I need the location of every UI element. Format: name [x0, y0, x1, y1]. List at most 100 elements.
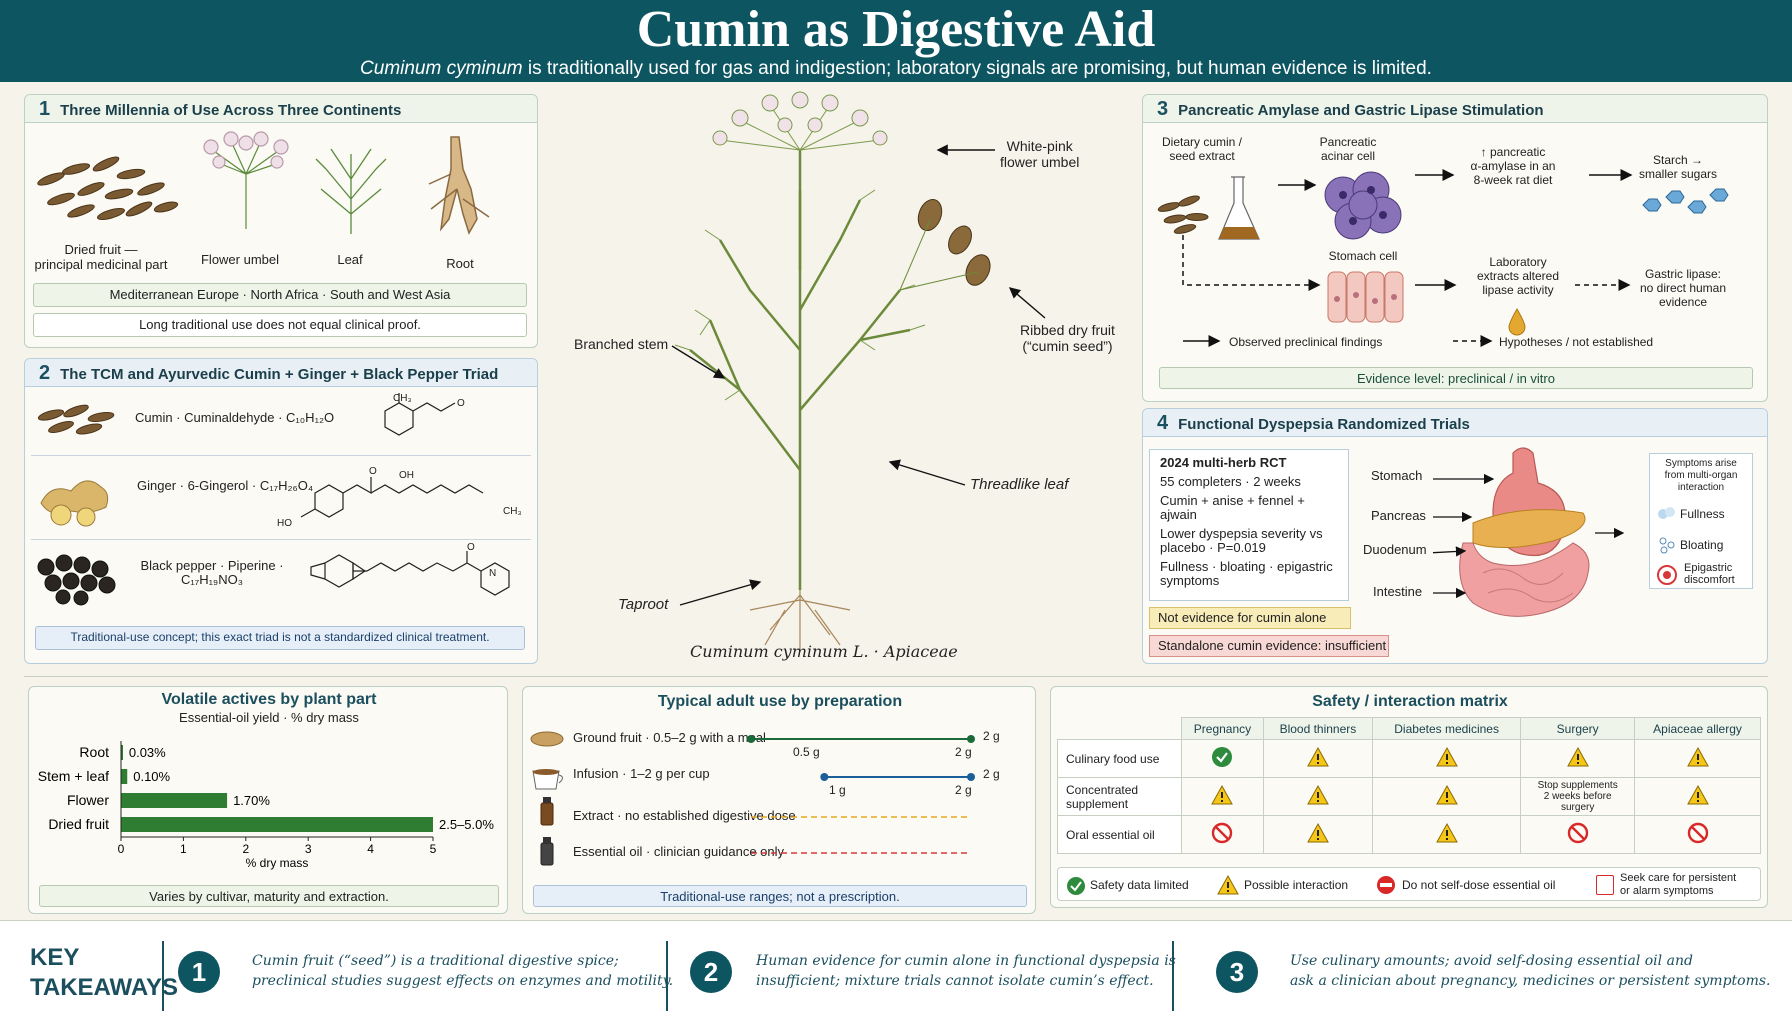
bar-data-label: 0.10% [133, 769, 170, 784]
piperine-structure [310, 551, 510, 596]
label-flower-umbel: White-pink flower umbel [1000, 138, 1080, 170]
bar [121, 769, 128, 784]
rct-summary-box: 2024 multi-herb RCT 55 completers · 2 we… [1149, 449, 1349, 601]
fullness-icon [1658, 506, 1676, 525]
bar-category-label: Flower [67, 792, 109, 808]
safety-row-culinary: Culinary food use [1057, 739, 1761, 778]
roots [749, 590, 851, 650]
rct-herbs: Cumin + anise + fennel + ajwain [1160, 493, 1305, 522]
col-surgery: Surgery [1520, 717, 1636, 740]
essential-oil-bottle-icon [540, 837, 554, 866]
rct-result: Lower dyspepsia severity vs placebo · P=… [1160, 526, 1323, 555]
safety-cell [1181, 777, 1264, 816]
triad-caveat: Traditional-use concept; this exact tria… [35, 626, 525, 650]
bar-data-label: 0.03% [129, 745, 166, 760]
takeaway-number: 2 [690, 951, 732, 993]
panel-number: 4 [1157, 412, 1169, 434]
ground-fruit-icon [530, 731, 564, 747]
page-subtitle: Cuminum cyminum is traditionally used fo… [0, 58, 1792, 80]
cup-icon [532, 769, 563, 790]
warning-icon [1307, 746, 1329, 767]
col-diabetes: Diabetes medicines [1371, 717, 1522, 740]
label-starch: Starch → smaller sugars [1638, 153, 1718, 181]
safety-cell [1520, 815, 1636, 854]
chem-ch3: CH₃ [393, 393, 412, 404]
symptom-epigastric: Epigastric discomfort [1684, 562, 1735, 586]
x-tick-label: 2 [242, 842, 249, 856]
section-divider [24, 676, 1768, 677]
x-tick-label: 3 [305, 842, 312, 856]
prep-essential-oil: Essential oil · clinician guidance only [573, 844, 785, 859]
digestive-organs-illustration [1433, 447, 1625, 617]
seed-flask-icon [1157, 176, 1260, 240]
plant-parts-illustration [37, 131, 490, 235]
dose-infusion-high: 2 g [955, 783, 972, 797]
legend-hypotheses: Hypotheses / not established [1499, 335, 1654, 349]
enzyme-flow-arrows [1182, 169, 1633, 347]
bar-category-label: Dried fruit [48, 816, 109, 832]
seed-pods [899, 199, 991, 291]
takeaway-text-2: Human evidence for cumin alone in functi… [756, 953, 1176, 989]
cumin-plant-illustration [674, 91, 991, 650]
gingerol-structure [300, 477, 484, 518]
warning-icon [1435, 784, 1458, 805]
safety-matrix: Pregnancy Blood thinners Diabetes medici… [1057, 717, 1761, 854]
preparations-title: Typical adult use by preparation [657, 693, 903, 710]
warning-icon [1435, 822, 1458, 843]
care-icon [1596, 875, 1614, 895]
x-tick-label: 5 [430, 842, 437, 856]
triad-cumin-label: Cumin · Cuminaldehyde · C₁₀H₁₂O [135, 410, 335, 425]
warning-icon [1435, 746, 1458, 767]
legend-no-self-dose: Do not self-dose essential oil [1402, 878, 1556, 892]
legend-interaction: Possible interaction [1244, 878, 1349, 892]
safety-legend: Safety data limited Possible interaction… [1057, 867, 1761, 901]
panel-number: 3 [1157, 98, 1169, 120]
col-allergy: Apiaceae allergy [1634, 717, 1761, 740]
label-acinar-cell: Pancreatic acinar cell [1319, 135, 1377, 163]
prohibited-icon [1567, 822, 1588, 844]
safety-cell [1371, 815, 1522, 854]
takeaway-number: 1 [178, 951, 220, 993]
droplet-icon [1508, 307, 1526, 336]
warning-icon [1217, 874, 1239, 895]
row-label: Oral essential oil [1057, 815, 1182, 854]
dose-ground-high-end: 2 g [983, 729, 1000, 743]
bloating-icon [1658, 536, 1676, 559]
takeaway-divider [1172, 941, 1174, 1011]
symptom-bloating: Bloating [1680, 538, 1724, 552]
triad-ginger-label: Ginger · 6-Gingerol · C₁₇H₂₆O₄ [137, 478, 314, 493]
subtitle-text: is traditionally used for gas and indige… [522, 58, 1432, 79]
organ-label-stomach: Stomach [1371, 468, 1423, 483]
warning-icon [1566, 746, 1589, 767]
panel-title: Functional Dyspepsia Randomized Trials [1178, 416, 1470, 433]
dose-infusion-low: 1 g [829, 783, 846, 797]
rct-completers: 55 completers · 2 weeks [1160, 474, 1301, 489]
row-label: Concentrated supplement [1057, 777, 1182, 816]
label-gastric-lipase: Gastric lipase: no direct human evidence [1639, 267, 1727, 309]
part-label-flower-umbel: Flower umbel [200, 252, 280, 267]
ginger-root-icon [40, 480, 109, 527]
legend-seek-care: Seek care for persistent or alarm sympto… [1620, 872, 1737, 897]
col-blood-thinners: Blood thinners [1262, 717, 1373, 740]
row-label: Culinary food use [1057, 739, 1182, 778]
x-tick-label: 1 [180, 842, 187, 856]
bar [121, 745, 123, 760]
bar-data-label: 1.70% [233, 793, 270, 808]
dose-infusion-high-end: 2 g [983, 767, 1000, 781]
history-caveat: Long traditional use does not equal clin… [33, 313, 527, 337]
organ-label-pancreas: Pancreas [1371, 508, 1426, 523]
chem-o: O [457, 398, 465, 409]
part-label-root: Root [446, 256, 474, 271]
safety-cell [1634, 739, 1761, 778]
umbel [712, 91, 888, 151]
prohibited-icon [1687, 822, 1708, 844]
label-cumin-source: Dietary cumin / seed extract [1161, 135, 1243, 163]
label-stomach-cell: Stomach cell [1328, 249, 1398, 263]
chart-title: Volatile actives by plant part [161, 691, 377, 708]
panel-safety: Safety / interaction matrix Pregnancy Bl… [1050, 686, 1768, 908]
